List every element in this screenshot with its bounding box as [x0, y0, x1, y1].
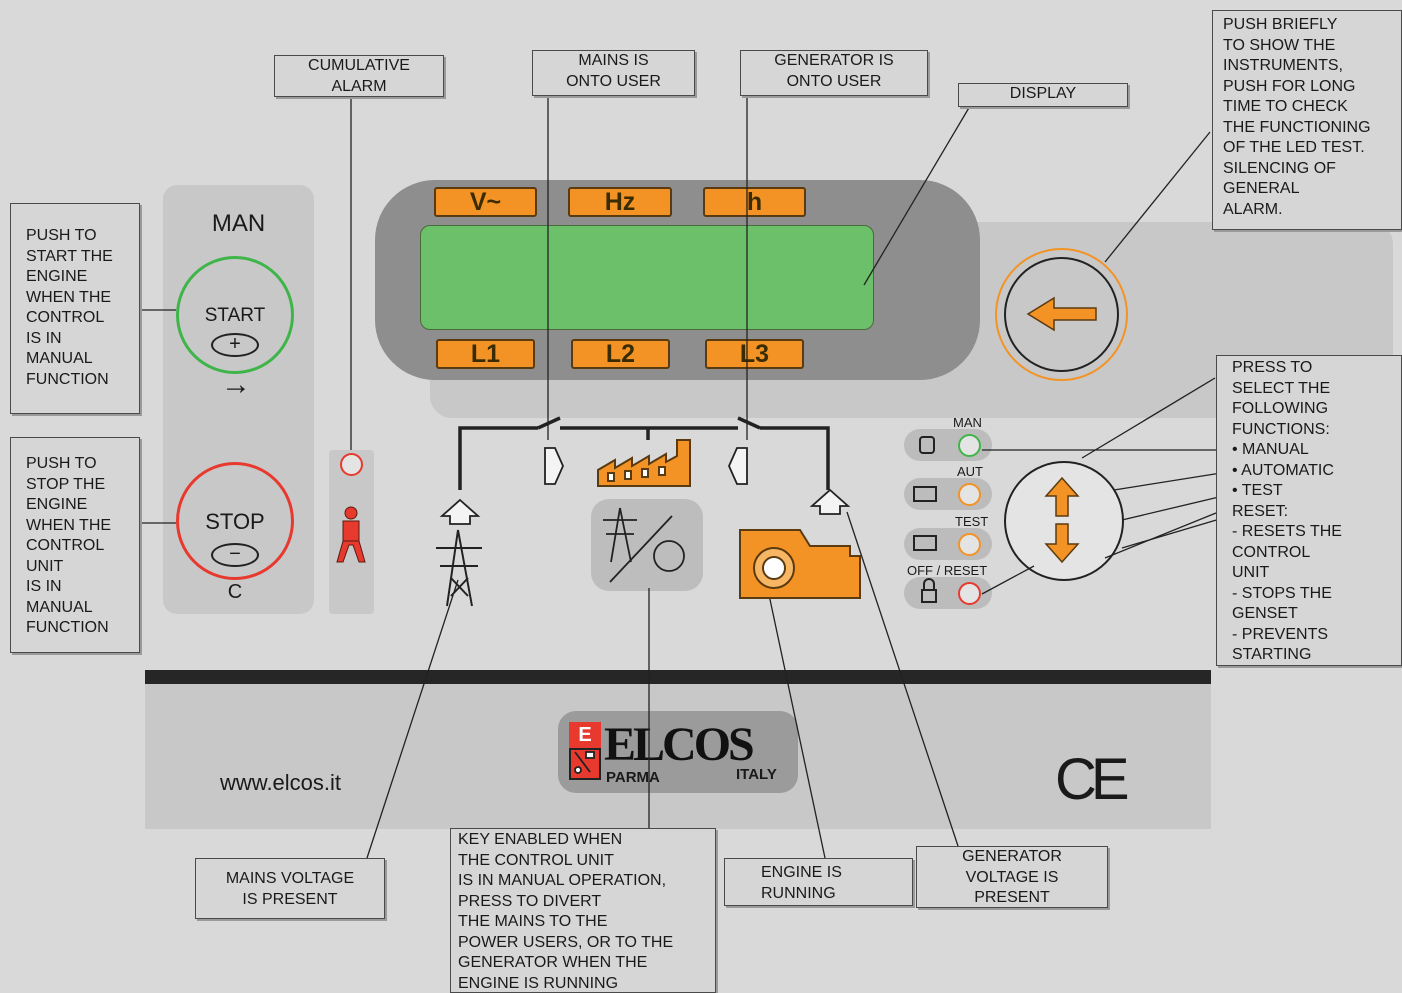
- test-led: [958, 533, 981, 556]
- instruments-button[interactable]: [995, 248, 1128, 381]
- stop-button[interactable]: STOP −: [176, 462, 294, 580]
- minus-icon: −: [211, 543, 259, 567]
- mode-label-aut: AUT: [957, 464, 983, 479]
- mode-label-off-reset: OFF / RESET: [907, 563, 988, 578]
- base-divider: [145, 670, 1211, 684]
- off-reset-led: [958, 582, 981, 605]
- lcd-tag-hours: h: [703, 187, 806, 217]
- lcd-tag-hz: Hz: [568, 187, 672, 217]
- logo-letter-box: E: [569, 722, 601, 748]
- mode-label-test: TEST: [955, 514, 989, 529]
- arrow-right-icon: →: [221, 368, 251, 401]
- c-label: C: [227, 581, 243, 603]
- logo-name: ELCOS: [604, 718, 755, 771]
- aut-led: [958, 483, 981, 506]
- callout-mains-onto-user: MAINS IS ONTO USER: [532, 50, 695, 96]
- mode-label-man: MAN: [953, 415, 982, 430]
- stop-label: STOP: [205, 509, 265, 534]
- logo-country: ITALY: [736, 766, 777, 783]
- start-label: START: [204, 305, 266, 326]
- man-led: [958, 434, 981, 457]
- instruments-arrow: [1026, 296, 1097, 332]
- callout-engine-running: ENGINE IS RUNNING: [724, 858, 913, 906]
- lcd-tag-l2: L2: [571, 339, 670, 369]
- lcd-tag-l1: L1: [436, 339, 535, 369]
- callout-generator-onto-user: GENERATOR IS ONTO USER: [740, 50, 928, 96]
- callout-press-select: PRESS TO SELECT THE FOLLOWING FUNCTIONS:…: [1216, 355, 1402, 666]
- ce-mark: CE: [1055, 747, 1130, 812]
- website-text: www.elcos.it: [220, 770, 342, 795]
- callout-push-briefly: PUSH BRIEFLY TO SHOW THE INSTRUMENTS, PU…: [1212, 10, 1402, 230]
- callout-cumulative-alarm: CUMULATIVE ALARM: [274, 55, 444, 97]
- callout-key-enabled: KEY ENABLED WHEN THE CONTROL UNIT IS IN …: [450, 828, 716, 993]
- callout-display: DISPLAY: [958, 83, 1128, 107]
- callout-generator-voltage: GENERATOR VOLTAGE IS PRESENT: [916, 846, 1108, 908]
- callout-mains-voltage: MAINS VOLTAGE IS PRESENT: [195, 858, 385, 919]
- plus-icon: +: [211, 333, 259, 357]
- man-title: MAN: [211, 210, 266, 237]
- cumulative-alarm-led: [340, 453, 363, 476]
- transfer-key[interactable]: [591, 499, 703, 591]
- lcd-screen: [420, 225, 874, 330]
- lcd-tag-l3: L3: [705, 339, 804, 369]
- callout-push-stop: PUSH TO STOP THE ENGINE WHEN THE CONTROL…: [10, 437, 140, 653]
- start-button[interactable]: START +: [176, 256, 294, 374]
- lcd-tag-volts: V~: [434, 187, 537, 217]
- logo-city: PARMA: [606, 769, 660, 786]
- callout-push-start: PUSH TO START THE ENGINE WHEN THE CONTRO…: [10, 203, 140, 414]
